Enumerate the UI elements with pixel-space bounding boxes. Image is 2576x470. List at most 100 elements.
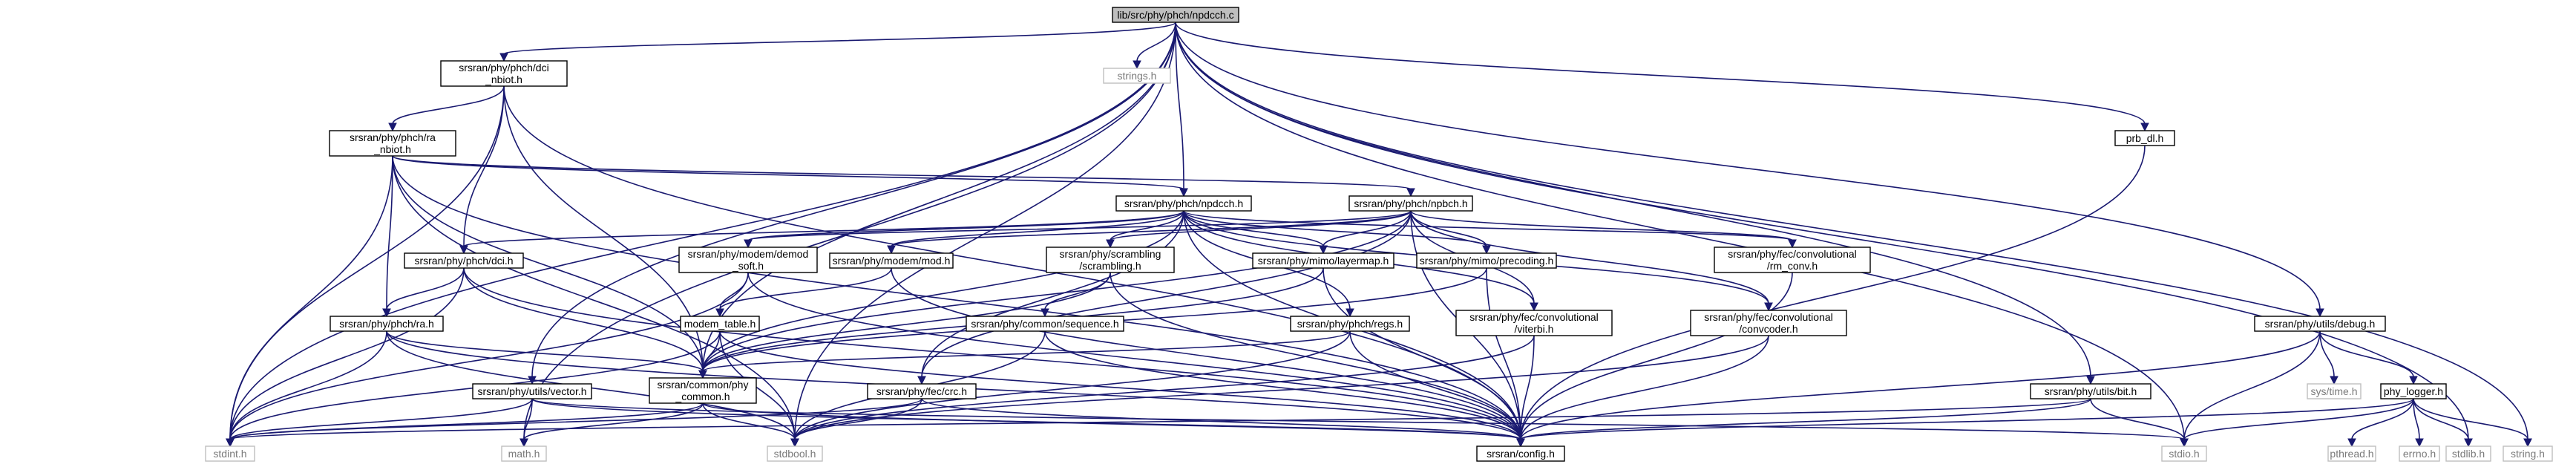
node-root[interactable]: lib/src/phy/phch/npdcch.c bbox=[1112, 7, 1239, 23]
node-label: srsran/phy/phch/regs.h bbox=[1297, 318, 1403, 330]
node-pthread[interactable]: pthread.h bbox=[2327, 445, 2376, 462]
node-label: sys/time.h bbox=[2310, 385, 2357, 397]
node-crc[interactable]: srsran/phy/fec/crc.h bbox=[867, 383, 977, 399]
node-phy-common[interactable]: srsran/common/phy_common.h bbox=[649, 377, 757, 404]
edge-dci_nbiot-to-ra_nbiot bbox=[388, 85, 505, 132]
edge-npbch-to-scrambling bbox=[1106, 210, 1412, 249]
edge-phy_logger-to-stdlib bbox=[2413, 398, 2473, 448]
node-sequence[interactable]: srsran/phy/common/sequence.h bbox=[966, 316, 1124, 332]
node-box bbox=[867, 383, 977, 399]
node-box bbox=[1714, 247, 1871, 273]
node-npbch[interactable]: srsran/phy/phch/npbch.h bbox=[1348, 195, 1473, 212]
node-label: srsran/config.h bbox=[1487, 448, 1555, 460]
node-box bbox=[1290, 316, 1410, 332]
node-label: srsran/phy/phch/ra.h bbox=[339, 318, 434, 330]
node-string[interactable]: string.h bbox=[2503, 445, 2553, 462]
node-stdint[interactable]: stdint.h bbox=[205, 445, 255, 462]
edge-npbch-to-crc bbox=[917, 210, 1412, 385]
node-rm-conv[interactable]: srsran/phy/fec/convolutional/rm_conv.h bbox=[1714, 247, 1871, 273]
node-phy-logger[interactable]: phy_logger.h bbox=[2380, 383, 2447, 399]
node-label: srsran/phy/common/sequence.h bbox=[971, 318, 1118, 330]
edge-npdcch_h-to-demod_soft bbox=[744, 210, 1184, 249]
node-label: srsran/phy/utils/debug.h bbox=[2265, 318, 2376, 330]
node-ra[interactable]: srsran/phy/phch/ra.h bbox=[330, 316, 444, 332]
edge-npdcch_h-to-scrambling bbox=[1106, 210, 1184, 249]
node-label: srsran/common/phy bbox=[658, 379, 749, 391]
edge-phy_logger-to-pthread bbox=[2347, 398, 2414, 448]
node-box bbox=[329, 130, 456, 157]
edge-debug-to-phy_logger bbox=[2319, 330, 2418, 385]
node-stdbool[interactable]: stdbool.h bbox=[767, 445, 823, 462]
edge-regs-to-config bbox=[1349, 330, 1525, 448]
node-config[interactable]: srsran/config.h bbox=[1476, 445, 1565, 462]
node-label: math.h bbox=[508, 448, 540, 460]
edge-npbch-to-modem_mod bbox=[887, 210, 1412, 255]
node-math[interactable]: math.h bbox=[501, 445, 547, 462]
node-systime[interactable]: sys/time.h bbox=[2307, 383, 2362, 399]
edge-root-to-debug bbox=[1175, 22, 2324, 318]
node-demod-soft[interactable]: srsran/phy/modem/demod_soft.h bbox=[678, 247, 818, 273]
node-strings[interactable]: strings.h bbox=[1103, 68, 1171, 84]
node-ra-nbiot[interactable]: srsran/phy/phch/ra_nbiot.h bbox=[329, 130, 456, 157]
node-label: prb_dl.h bbox=[2126, 132, 2164, 144]
node-label: srsran/phy/phch/dci bbox=[459, 62, 548, 74]
node-label: stdlib.h bbox=[2452, 448, 2485, 460]
node-modem-table[interactable]: modem_table.h bbox=[680, 316, 760, 332]
node-box bbox=[829, 252, 954, 269]
node-label: srsran/phy/phch/npbch.h bbox=[1354, 198, 1467, 209]
edge-phy_logger-to-errno bbox=[2413, 398, 2424, 448]
node-label: _common.h bbox=[675, 391, 730, 402]
node-prb-dl[interactable]: prb_dl.h bbox=[2114, 130, 2175, 146]
node-box bbox=[2327, 445, 2376, 462]
edge-bit-to-stdio bbox=[2090, 398, 2189, 448]
node-convcoder[interactable]: srsran/phy/fec/convolutional/convcoder.h bbox=[1690, 310, 1847, 336]
node-layermap[interactable]: srsran/phy/mimo/layermap.h bbox=[1252, 252, 1394, 269]
node-label: srsran/phy/modem/mod.h bbox=[833, 255, 951, 267]
node-box bbox=[1252, 252, 1394, 269]
node-stdlib[interactable]: stdlib.h bbox=[2445, 445, 2491, 462]
node-bit[interactable]: srsran/phy/utils/bit.h bbox=[2030, 383, 2151, 399]
node-label: pthread.h bbox=[2330, 448, 2373, 460]
nodes-layer: lib/src/phy/phch/npdcch.c srsran/phy/phch… bbox=[205, 7, 2553, 462]
node-viterbi[interactable]: srsran/phy/fec/convolutional/viterbi.h bbox=[1455, 310, 1613, 336]
node-regs[interactable]: srsran/phy/phch/regs.h bbox=[1290, 316, 1410, 332]
node-scrambling[interactable]: srsran/phy/scrambling/scrambling.h bbox=[1046, 247, 1175, 273]
node-box bbox=[2254, 316, 2386, 332]
node-dci[interactable]: srsran/phy/phch/dci.h bbox=[404, 252, 524, 269]
edge-ra_nbiot-to-npbch bbox=[392, 155, 1415, 198]
node-vector[interactable]: srsran/phy/utils/vector.h bbox=[472, 383, 592, 399]
node-label: /convcoder.h bbox=[1739, 323, 1797, 335]
node-box bbox=[966, 316, 1124, 332]
node-box bbox=[2114, 130, 2175, 146]
node-label: /scrambling.h bbox=[1079, 260, 1141, 272]
edge-root-to-stdlib bbox=[1175, 22, 2473, 448]
node-box bbox=[404, 252, 524, 269]
node-label: srsran/phy/modem/demod bbox=[688, 248, 809, 260]
node-debug[interactable]: srsran/phy/utils/debug.h bbox=[2254, 316, 2386, 332]
node-box bbox=[1046, 247, 1175, 273]
edge-bit-to-stdint bbox=[226, 398, 2091, 448]
node-box bbox=[1690, 310, 1847, 336]
edge-ra_nbiot-to-npdcch_h bbox=[392, 155, 1188, 198]
node-npdcch-h[interactable]: srsran/phy/phch/npdcch.h bbox=[1115, 195, 1252, 212]
node-label: srsran/phy/phch/ra bbox=[350, 131, 436, 143]
node-label: errno.h bbox=[2403, 448, 2436, 460]
node-box bbox=[2380, 383, 2447, 399]
node-box bbox=[1476, 445, 1565, 462]
node-label: strings.h bbox=[1118, 70, 1157, 82]
node-label: srsran/phy/utils/bit.h bbox=[2045, 385, 2137, 397]
edge-phy_common-to-math bbox=[520, 402, 704, 448]
edge-root-to-stdio bbox=[1175, 22, 2189, 448]
edge-rm_conv-to-config bbox=[1516, 272, 1793, 448]
node-precoding[interactable]: srsran/phy/mimo/precoding.h bbox=[1416, 252, 1557, 269]
node-errno[interactable]: errno.h bbox=[2399, 445, 2440, 462]
node-box bbox=[649, 377, 757, 404]
node-dci-nbiot[interactable]: srsran/phy/phch/dci_nbiot.h bbox=[440, 60, 568, 87]
node-label: stdio.h bbox=[2169, 448, 2199, 460]
node-box bbox=[680, 316, 760, 332]
node-label: lib/src/phy/phch/npdcch.c bbox=[1117, 9, 1233, 21]
node-label: srsran/phy/mimo/layermap.h bbox=[1258, 255, 1389, 267]
node-label: srsran/phy/mimo/precoding.h bbox=[1420, 255, 1554, 267]
node-modem-mod[interactable]: srsran/phy/modem/mod.h bbox=[829, 252, 954, 269]
node-stdio[interactable]: stdio.h bbox=[2161, 445, 2207, 462]
